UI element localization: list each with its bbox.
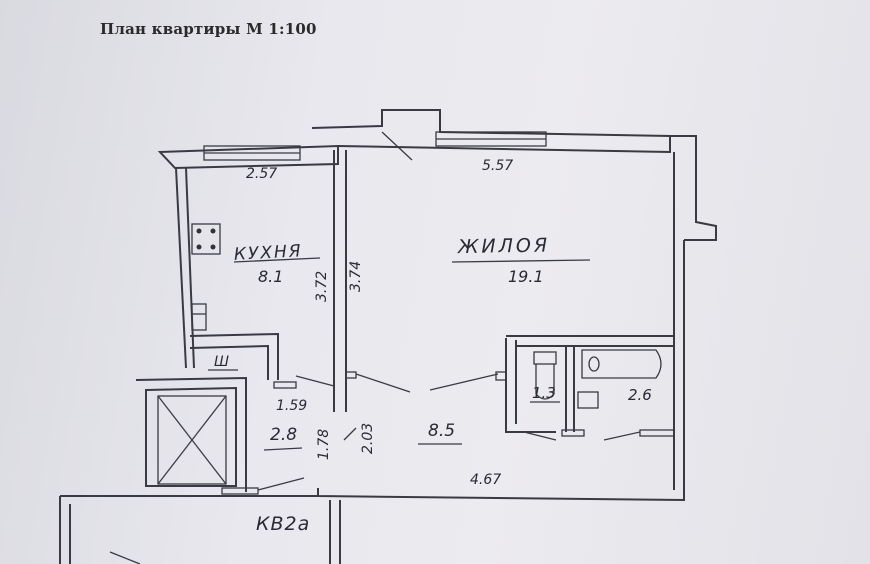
window-frames [203,131,547,161]
dim-hall-width: 4.67 [470,472,501,488]
dim-living-width: 5.57 [482,158,513,174]
kitchen-area: 8.1 [258,267,283,286]
dim-living-depth: 3.74 [348,261,364,292]
bathtub [581,349,662,379]
bathroom-block [495,335,675,441]
wc-area: 1.3 [532,384,556,402]
dim-kitchen-depth: 3.72 [314,271,330,302]
kitchen-sink [191,303,207,331]
apartment-label: КВ2а [256,513,310,535]
dim-hall-depth: 2.03 [360,423,376,454]
kitchen-fixtures [191,223,221,331]
living-name: ЖИЛОЯ [457,234,550,258]
stove [191,223,221,255]
outer-walls [157,109,717,502]
plan-caption: План квартиры М 1:100 [100,20,317,38]
dim-corridor-door: 1.59 [276,398,307,414]
dim-corridor-depth: 1.78 [316,429,332,460]
dimension-labels: 2.57 5.57 3.72 3.74 1.59 1.78 2.03 4.67 [246,158,513,488]
toilet-tank [533,351,557,365]
stair-shaft [59,376,357,564]
living-area: 19.1 [508,267,544,286]
corridor-area: 2.8 [270,425,297,445]
bath-area: 2.6 [628,386,652,404]
room-labels: КУХНЯ 8.1 ЖИЛОЯ 19.1 8.5 2.8 1.3 2.6 Ш К… [208,234,652,535]
partition-walls [189,131,499,412]
niche-mark: Ш [214,354,229,370]
dim-kitchen-width: 2.57 [246,166,277,182]
hall-area: 8.5 [428,421,455,441]
toilet-bowl [535,364,555,400]
